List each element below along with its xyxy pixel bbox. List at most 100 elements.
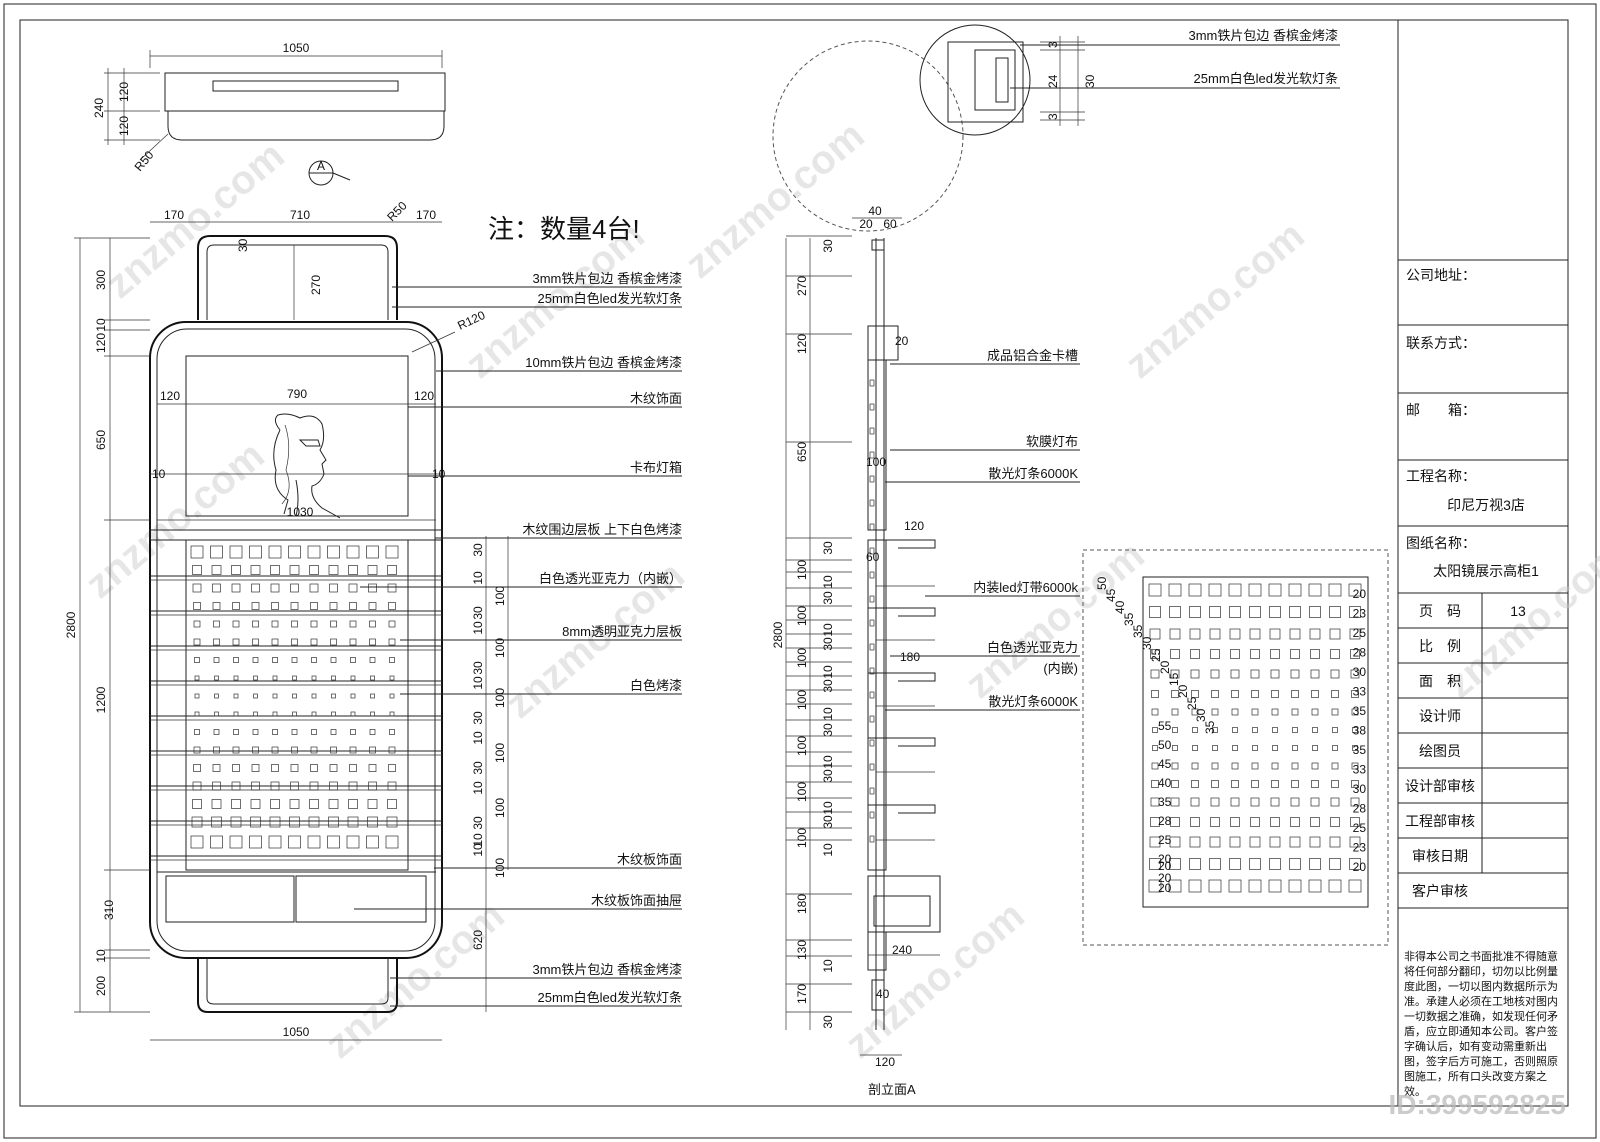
section-vdim: 270 xyxy=(795,276,809,296)
dim-10b: 10 xyxy=(94,949,108,963)
grid-slot xyxy=(1151,780,1159,788)
product-slot xyxy=(310,602,318,610)
grid-slot xyxy=(1291,690,1299,698)
dim-120-left: 120 xyxy=(160,389,180,403)
product-slot xyxy=(328,816,339,828)
product-slot xyxy=(269,816,281,828)
grid-slot xyxy=(1230,669,1240,679)
grid-slot xyxy=(1249,628,1261,640)
product-slot xyxy=(289,565,300,575)
grid-slot xyxy=(1348,879,1362,893)
grid-detail: 5045403535302520152025303520232528303335… xyxy=(1082,549,1389,946)
grid-right-label: 25 xyxy=(1353,821,1367,835)
id-stamp: ID:399592825 xyxy=(1389,1089,1566,1120)
section-vdim: 180 xyxy=(795,894,809,914)
grid-slot xyxy=(1232,727,1238,733)
product-slot xyxy=(309,781,319,791)
grid-slot xyxy=(1288,583,1302,597)
product-slot xyxy=(349,638,357,646)
front-callout: 木纹板饰面抽屉 xyxy=(591,893,682,908)
product-slot xyxy=(389,711,395,717)
section-vdim: 130 xyxy=(795,940,809,960)
grid-slot xyxy=(1292,727,1298,733)
product-slot xyxy=(231,583,241,593)
shelf-dim: 100 xyxy=(493,586,507,606)
product-slot xyxy=(311,657,317,663)
product-slot xyxy=(232,764,240,772)
front-callout: 8mm透明亚克力层板 xyxy=(562,624,682,639)
product-slot xyxy=(366,545,379,559)
grid-slot xyxy=(1330,669,1340,679)
product-slot xyxy=(252,620,259,628)
section-vdim: 30 xyxy=(821,591,835,605)
dim-top-r50: R50 xyxy=(132,148,157,174)
grid-slot xyxy=(1289,606,1301,618)
tb-row-label: 工程部审核 xyxy=(1405,813,1475,829)
grid-slot xyxy=(1311,780,1319,788)
grid-slot xyxy=(1168,583,1182,597)
grid-left-label: 35 xyxy=(1158,795,1172,809)
inner-frame xyxy=(19,19,1569,1107)
grid-slot xyxy=(1269,858,1281,870)
grid-right-label: 25 xyxy=(1353,626,1367,640)
dim-10a: 10 xyxy=(94,318,108,332)
dim-120: 120 xyxy=(94,333,108,353)
grid-slot xyxy=(1169,628,1181,640)
dim-650: 650 xyxy=(94,430,108,450)
shelf-dim: 30 xyxy=(471,661,485,675)
product-slot xyxy=(292,675,297,681)
product-slot xyxy=(289,799,300,809)
product-slot xyxy=(348,565,358,575)
product-slot xyxy=(212,781,221,791)
grid-slot xyxy=(1170,669,1180,679)
shelf-dim: 10 xyxy=(471,676,485,690)
dim-790: 790 xyxy=(287,387,307,401)
grid-slot xyxy=(1269,836,1281,848)
dim-r120: R120 xyxy=(455,308,487,333)
product-slot xyxy=(193,764,201,772)
grid-right-label: 28 xyxy=(1353,802,1367,816)
product-slot xyxy=(190,835,204,849)
grid-left-label: 50 xyxy=(1158,738,1172,752)
grid-slot xyxy=(1148,879,1162,893)
grid-slot xyxy=(1151,762,1159,770)
product-slot xyxy=(213,729,220,735)
contact-label: 联系方式： xyxy=(1406,335,1476,351)
product-slot xyxy=(310,620,318,628)
product-slot xyxy=(330,746,337,754)
grid-slot xyxy=(1250,649,1260,659)
product-slot xyxy=(272,675,278,681)
product-slot xyxy=(311,693,317,699)
tb-row-label: 面 积 xyxy=(1419,673,1461,689)
product-slot xyxy=(385,835,399,849)
grid-slot xyxy=(1271,690,1279,698)
grid-slot xyxy=(1150,817,1160,827)
product-slot xyxy=(252,746,259,754)
product-slot xyxy=(329,781,338,791)
sec-dim-180: 180 xyxy=(900,650,920,664)
grid-slot xyxy=(1249,606,1261,618)
product-slot xyxy=(214,693,219,699)
section-vdim: 10 xyxy=(821,843,835,857)
grid-slot xyxy=(1350,797,1360,807)
grid-slot xyxy=(1251,690,1259,698)
product-slot xyxy=(348,781,358,791)
product-slot xyxy=(291,746,298,754)
dim-710: 710 xyxy=(290,208,310,222)
grid-slot xyxy=(1350,817,1360,827)
dim-2800: 2800 xyxy=(64,611,78,638)
tb-row-label: 设计部审核 xyxy=(1405,778,1475,794)
product-slot xyxy=(389,675,395,681)
front-callout: 卡布灯箱 xyxy=(630,460,682,475)
product-slot xyxy=(213,638,220,646)
product-slot xyxy=(329,602,338,610)
grid-slot xyxy=(1291,708,1299,716)
product-slot xyxy=(292,711,297,717)
product-slot xyxy=(348,799,358,809)
product-slot xyxy=(388,620,396,628)
product-slot xyxy=(214,675,219,681)
product-slot xyxy=(349,746,357,754)
product-slot xyxy=(251,583,260,593)
